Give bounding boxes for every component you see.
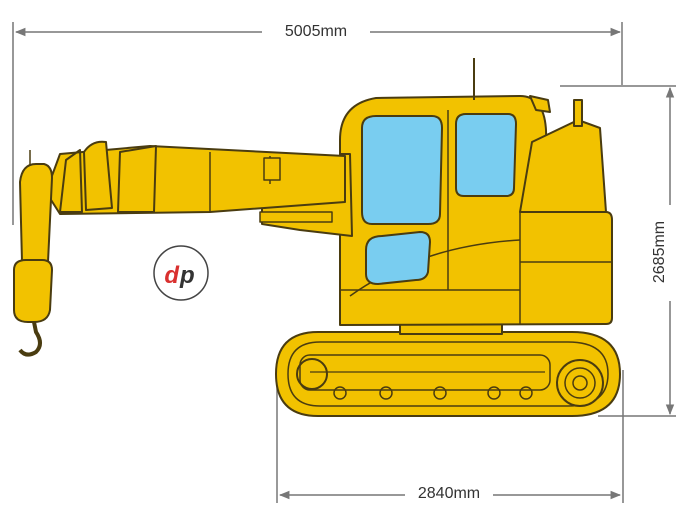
overall-length-label-bg bbox=[262, 20, 370, 42]
dp-logo-ring bbox=[153, 245, 209, 301]
track-rollers bbox=[333, 386, 533, 400]
crane-hook bbox=[18, 321, 42, 357]
hook-block bbox=[13, 259, 53, 323]
idler-wheel bbox=[296, 358, 328, 390]
dp-logo: d p bbox=[153, 245, 209, 301]
cab-top-lip bbox=[529, 95, 551, 113]
overall-length-label: 5005mm bbox=[285, 23, 347, 40]
dp-logo-letter-p: p bbox=[179, 262, 195, 289]
overall-height-label-bg bbox=[659, 205, 679, 301]
counterweight bbox=[519, 119, 607, 213]
lower-window[interactable] bbox=[365, 231, 431, 285]
front-window[interactable] bbox=[361, 115, 443, 225]
track-length-label: 2840mm bbox=[418, 485, 480, 502]
jib-section bbox=[19, 163, 53, 263]
door-window[interactable] bbox=[455, 113, 517, 197]
drive-sprocket bbox=[556, 359, 604, 407]
overall-height-label: 2685mm bbox=[651, 221, 668, 283]
exhaust-pipe bbox=[573, 99, 583, 127]
boom-head-sheaves bbox=[59, 140, 157, 213]
dp-logo-letter-d: d bbox=[164, 262, 180, 289]
track-length-label-bg bbox=[405, 481, 493, 503]
crawler-track bbox=[275, 331, 621, 417]
crane-illustration bbox=[13, 58, 621, 417]
